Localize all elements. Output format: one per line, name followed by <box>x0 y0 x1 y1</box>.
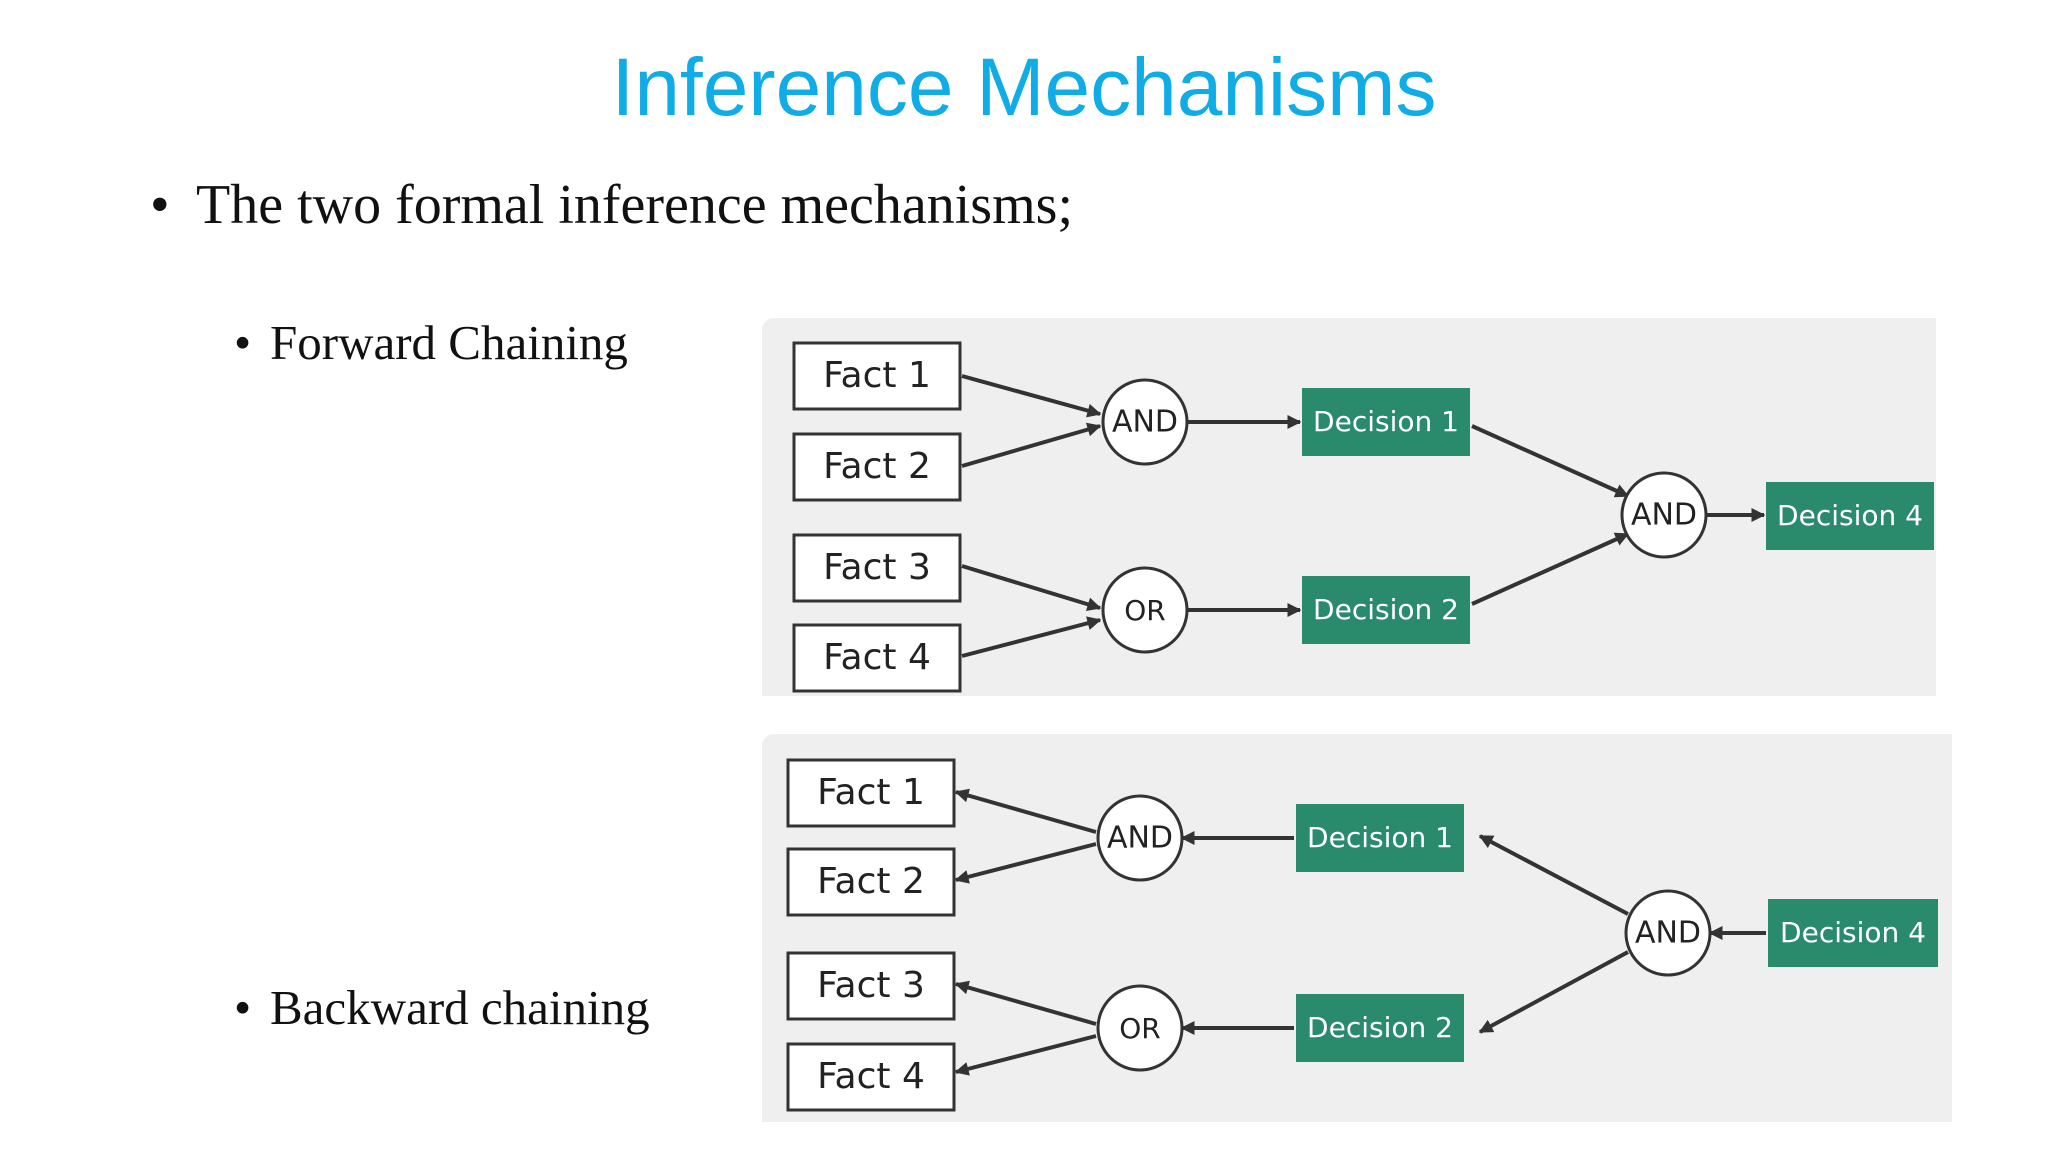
edge-decision2-and <box>1471 532 1630 606</box>
bullet-dot: • <box>234 980 252 1035</box>
backward-gate-or: OR <box>1096 984 1184 1072</box>
bullet-backward-text: Backward chaining <box>270 980 650 1035</box>
backward-chaining-diagram: Fact 1 Fact 2 Fact 3 Fact 4 AND OR AND <box>762 734 1952 1122</box>
forward-gate-and-final: AND <box>1620 471 1708 559</box>
fact-label: Fact 4 <box>823 637 931 678</box>
gate-label: AND <box>1112 405 1178 440</box>
fact-label: Fact 3 <box>817 965 925 1006</box>
edge-fact4-or <box>961 616 1102 658</box>
forward-decision-2: Decision 2 <box>1302 576 1470 644</box>
forward-gate-and-top: AND <box>1101 378 1189 466</box>
decision-label: Decision 2 <box>1307 1011 1453 1044</box>
backward-edges <box>954 788 1766 1076</box>
decision-label: Decision 1 <box>1307 821 1453 854</box>
fact-label: Fact 1 <box>817 772 925 813</box>
bullet-dot: • <box>234 315 252 370</box>
gate-label: AND <box>1635 916 1701 951</box>
bullet-backward-chaining: • Backward chaining <box>234 978 650 1038</box>
decision-label: Decision 2 <box>1313 593 1459 626</box>
edge-decision1-and <box>1471 424 1630 498</box>
forward-chaining-svg: Fact 1 Fact 2 Fact 3 Fact 4 AND OR AND <box>792 341 1934 693</box>
decision-label: Decision 1 <box>1313 405 1459 438</box>
backward-decision-1: Decision 1 <box>1296 804 1464 872</box>
edge-fact1-and <box>961 374 1102 418</box>
backward-decision-2: Decision 2 <box>1296 994 1464 1062</box>
decision-label: Decision 4 <box>1777 499 1923 532</box>
fact-label: Fact 4 <box>817 1056 925 1097</box>
fact-label: Fact 2 <box>823 446 931 487</box>
backward-fact-2: Fact 2 <box>786 847 956 917</box>
backward-fact-1: Fact 1 <box>786 758 956 828</box>
fact-label: Fact 2 <box>817 861 925 902</box>
gate-label: AND <box>1631 498 1697 533</box>
edge-fact3-or <box>961 564 1102 612</box>
gate-label: OR <box>1119 1012 1161 1045</box>
backward-gate-and-top: AND <box>1096 794 1184 882</box>
edge-or-fact3 <box>954 980 1097 1026</box>
bullet-dot: • <box>150 174 170 236</box>
forward-gate-or: OR <box>1101 566 1189 654</box>
forward-decision-4: Decision 4 <box>1766 482 1934 550</box>
slide-title: Inference Mechanisms <box>611 42 1437 133</box>
gate-label: OR <box>1124 594 1166 627</box>
edge-or-fact4 <box>954 1034 1097 1076</box>
backward-decision-4: Decision 4 <box>1768 899 1938 967</box>
forward-fact-3: Fact 3 <box>792 533 962 603</box>
bullet-forward-chaining: • Forward Chaining <box>234 313 628 373</box>
backward-gate-and-final: AND <box>1624 889 1712 977</box>
edge-and-decision2 <box>1478 950 1629 1034</box>
fact-label: Fact 3 <box>823 547 931 588</box>
forward-edges <box>961 374 1766 658</box>
backward-chaining-svg: Fact 1 Fact 2 Fact 3 Fact 4 AND OR AND <box>786 758 1938 1112</box>
forward-fact-4: Fact 4 <box>792 623 962 693</box>
backward-fact-3: Fact 3 <box>786 951 956 1021</box>
bullet-forward-text: Forward Chaining <box>270 315 628 370</box>
forward-fact-2: Fact 2 <box>792 432 962 502</box>
forward-decision-1: Decision 1 <box>1302 388 1470 456</box>
edge-fact2-and <box>961 422 1102 468</box>
fact-label: Fact 1 <box>823 355 931 396</box>
edge-and-fact1 <box>954 788 1097 834</box>
forward-fact-1: Fact 1 <box>792 341 962 411</box>
gate-label: AND <box>1107 821 1173 856</box>
edge-and-fact2 <box>954 842 1097 884</box>
backward-fact-4: Fact 4 <box>786 1042 956 1112</box>
edge-and-decision1 <box>1478 834 1629 916</box>
forward-chaining-diagram: Fact 1 Fact 2 Fact 3 Fact 4 AND OR AND <box>762 318 1936 696</box>
decision-label: Decision 4 <box>1780 916 1926 949</box>
bullet-main-text: The two formal inference mechanisms; <box>196 174 1073 236</box>
bullet-main: • The two formal inference mechanisms; <box>150 170 1073 240</box>
